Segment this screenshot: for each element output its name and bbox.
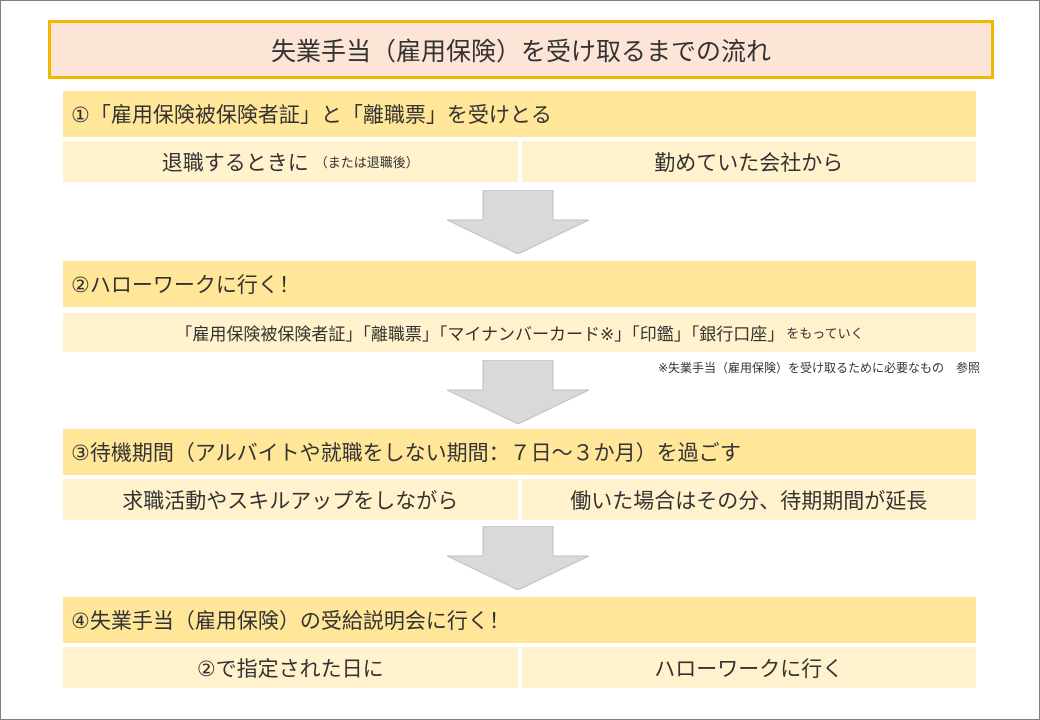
step-1-cell-left-text: 退職するときに (161, 150, 309, 175)
step-3-cell-left-text: 求職活動やスキルアップをしながら (122, 488, 459, 513)
step-4-header: ④失業手当（雇用保険）の受給説明会に行く！ (63, 597, 976, 643)
step-4-cell-right-text: ハローワークに行く (654, 656, 844, 681)
diagram-title: 失業手当（雇用保険）を受け取るまでの流れ (48, 20, 994, 79)
step-2-items-suffix: をもっていく (786, 327, 864, 342)
step-4-cell-right: ハローワークに行く (521, 647, 976, 688)
down-arrow-icon (447, 526, 589, 590)
step-3-cell-right: 働いた場合はその分、待期期間が延長 (521, 479, 976, 520)
step-4-cell-left: ②で指定された日に (63, 647, 518, 688)
step-4-cell-left-text: ②で指定された日に (196, 656, 384, 681)
step-1-cell-right-text: 勤めていた会社から (654, 150, 844, 175)
step-4-detail-row: ②で指定された日に ハローワークに行く (63, 647, 976, 688)
step-2-items-text: 「雇用保険被保険者証」「離職票」「マイナンバーカード※」「印鑑」「銀行口座」 (175, 325, 785, 345)
step-1-cell-left-note: （または退職後） (314, 156, 419, 171)
footnote: ※失業手当（雇用保険）を受け取るために必要なもの 参照 (657, 361, 980, 375)
down-arrow-icon (447, 360, 589, 424)
step-1-cell-left: 退職するときに （または退職後） (63, 141, 518, 182)
step-3-header: ③待機期間（アルバイトや就職をしない期間：７日〜３か月）を過ごす (63, 429, 976, 475)
step-3-detail-row: 求職活動やスキルアップをしながら 働いた場合はその分、待期期間が延長 (63, 479, 976, 520)
step-2-items: 「雇用保険被保険者証」「離職票」「マイナンバーカード※」「印鑑」「銀行口座」 を… (63, 313, 976, 352)
step-1-cell-right: 勤めていた会社から (521, 141, 976, 182)
step-3-cell-left: 求職活動やスキルアップをしながら (63, 479, 518, 520)
step-1-header: ①「雇用保険被保険者証」と「離職票」を受けとる (63, 91, 976, 137)
step-2-header: ②ハローワークに行く！ (63, 261, 976, 307)
down-arrow-icon (447, 190, 589, 254)
step-1-detail-row: 退職するときに （または退職後） 勤めていた会社から (63, 141, 976, 182)
step-3-cell-right-text: 働いた場合はその分、待期期間が延長 (570, 488, 928, 513)
